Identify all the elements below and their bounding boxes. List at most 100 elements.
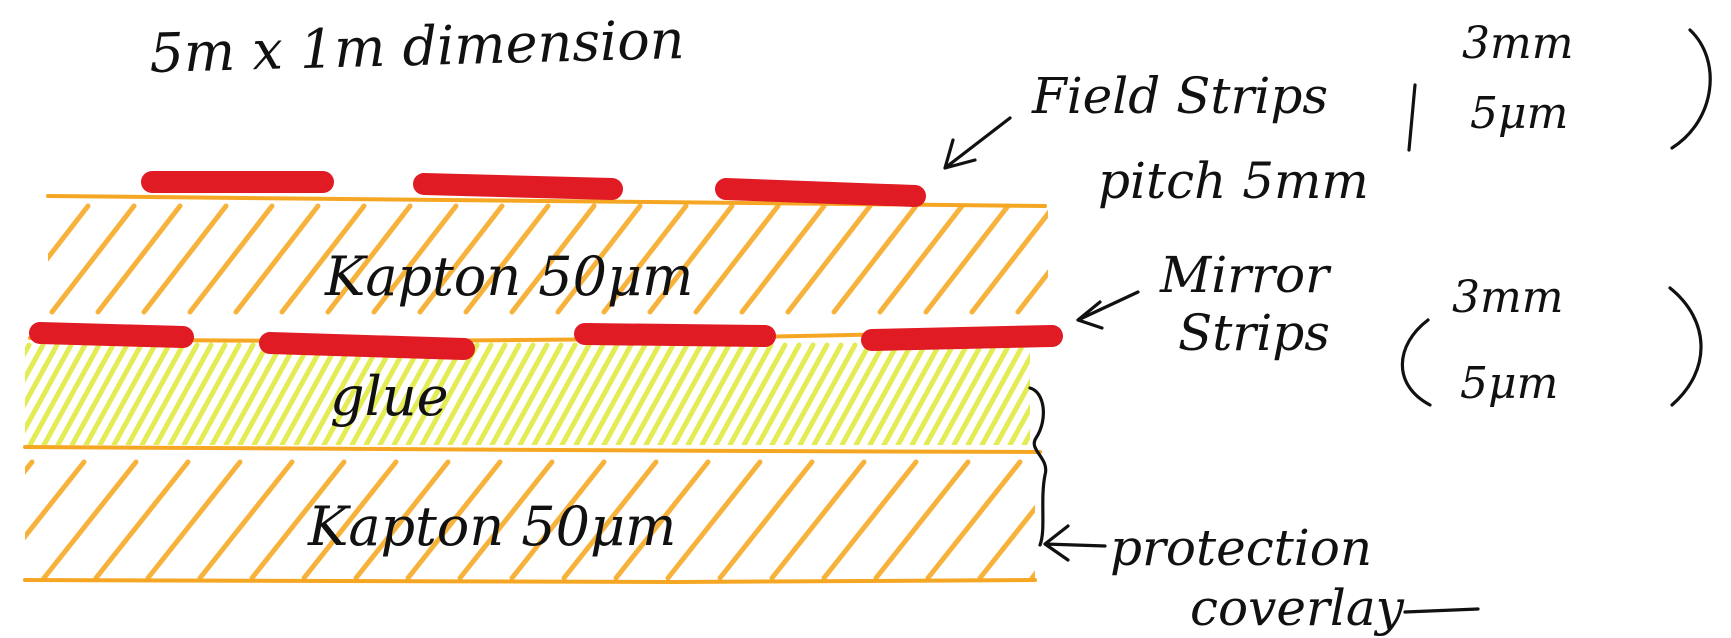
glue-hatch-line — [503, 342, 564, 445]
glue-hatch-line — [825, 342, 886, 445]
mirror-strips-bracket-left — [1400, 318, 1432, 407]
field-strips-arrow-icon — [943, 116, 1012, 170]
glue-hatch-line — [685, 342, 746, 445]
glue-hatch-line — [1007, 403, 1030, 445]
glue-hatch-line — [475, 342, 536, 445]
glue-hatch-line — [363, 342, 424, 445]
mirror-strip — [29, 322, 194, 348]
glue-hatch-line — [41, 342, 102, 445]
kapton-hatch-line — [831, 203, 919, 315]
kapton-hatch-line — [48, 203, 91, 262]
kapton-hatch-line — [555, 203, 643, 315]
kapton-bottom-label: Kapton 50μm — [307, 495, 676, 558]
dimension-title: 5m x 1m dimension — [149, 8, 686, 85]
kapton-hatch-line — [141, 203, 229, 315]
glue-hatch-line — [713, 342, 774, 445]
kapton-hatch-line — [613, 459, 711, 580]
glue-hatch-line — [125, 342, 186, 445]
kapton-hatch-line — [25, 459, 35, 475]
glue-hatch-line — [867, 342, 928, 445]
glue-hatch-line — [1021, 428, 1030, 445]
glue-hatch-line — [769, 342, 830, 445]
mirror-strips-dim-b: 5μm — [1460, 358, 1558, 409]
glue-hatch-line — [349, 342, 410, 445]
glue-hatch-line — [601, 342, 662, 445]
field-strip — [413, 173, 623, 200]
glue-hatch-line — [923, 342, 984, 445]
glue-hatch-line — [629, 342, 690, 445]
glue-hatch-line — [223, 342, 284, 445]
kapton-hatch-line — [785, 203, 873, 315]
kapton-hatch-line — [95, 203, 183, 315]
kapton-hatch-line — [371, 203, 459, 315]
glue-hatch-line — [881, 342, 942, 445]
glue-hatch-line — [265, 342, 326, 445]
glue-hatch-line — [335, 342, 396, 445]
kapton-hatch-line — [49, 203, 137, 315]
glue-hatch-line — [25, 342, 60, 409]
kapton-hatch-line — [601, 203, 689, 315]
glue-hatch-line — [83, 342, 144, 445]
glue-hatch-line — [25, 342, 74, 434]
coverlay-brace — [1028, 386, 1048, 547]
kapton-hatch-line — [145, 459, 243, 580]
field-strips-bracket-right — [1670, 28, 1712, 150]
kapton-hatch-line — [417, 203, 505, 315]
kapton-hatch-line — [25, 459, 87, 541]
kapton-hatch-line — [249, 459, 347, 580]
glue-hatch-line — [111, 342, 172, 445]
glue-hatch-line — [951, 342, 1012, 445]
kapton-hatch-line — [41, 459, 139, 580]
field-strips-dim-b: 5μm — [1470, 88, 1568, 139]
glue-hatch-line — [321, 342, 382, 445]
kapton-hatch-line — [647, 203, 735, 315]
protection-arrow-icon — [1043, 524, 1107, 562]
glue-hatch-line — [97, 342, 158, 445]
glue-hatch-line — [587, 342, 648, 445]
mirror-strip — [574, 323, 776, 347]
glue-hatch-line — [405, 342, 466, 445]
glue-hatch-line — [741, 342, 802, 445]
glue-hatch-line — [391, 342, 452, 445]
protection-label-line2: coverlay — [1190, 579, 1405, 637]
glue-hatch-line — [531, 342, 592, 445]
glue-hatch-line — [251, 342, 312, 445]
field-strips-dim-a: 3mm — [1462, 18, 1573, 69]
glue-hatch-line — [699, 342, 760, 445]
mirror-strips-label-line1: Mirror — [1159, 246, 1332, 304]
mirror-strips-label-line2: Strips — [1178, 304, 1330, 362]
glue-hatch-line — [727, 342, 788, 445]
glue-hatch-line — [0, 345, 15, 445]
glue-hatch-line — [209, 342, 270, 445]
protection-label-line1: protection — [1110, 519, 1372, 577]
glue-hatch-line — [447, 342, 508, 445]
field-strip — [715, 178, 926, 207]
glue-hatch-line — [937, 342, 998, 445]
kapton-hatch-line — [93, 459, 191, 580]
glue-hatch-line — [293, 342, 354, 445]
glue-hatch-line — [979, 352, 1030, 445]
kapton-hatch-line — [665, 459, 763, 580]
glue-bottom-line — [23, 445, 1042, 454]
mirror-strip — [259, 332, 475, 360]
kapton-hatch-line — [187, 203, 275, 315]
kapton-hatch-line — [561, 459, 659, 580]
glue-hatch-line — [643, 342, 704, 445]
glue-hatch-line — [811, 342, 872, 445]
glue-hatch-line — [181, 342, 242, 445]
kapton-hatch-line — [509, 459, 607, 580]
glue-hatch-line — [139, 342, 200, 445]
glue-hatch-line — [377, 342, 438, 445]
field-strips-bracket-left — [1407, 83, 1417, 152]
kapton-hatch-line — [821, 459, 919, 580]
glue-hatch-line — [69, 342, 130, 445]
kapton-hatch-line — [769, 459, 867, 580]
glue-hatch-line — [153, 342, 214, 445]
glue-hatch-line — [839, 342, 900, 445]
glue-hatch-line — [433, 342, 494, 445]
kapton-hatch-line — [325, 203, 413, 315]
glue-hatch-line — [237, 342, 298, 445]
kapton-top-label: Kapton 50μm — [324, 245, 693, 308]
glue-hatch-line — [853, 342, 914, 445]
glue-hatch-line — [25, 342, 32, 358]
